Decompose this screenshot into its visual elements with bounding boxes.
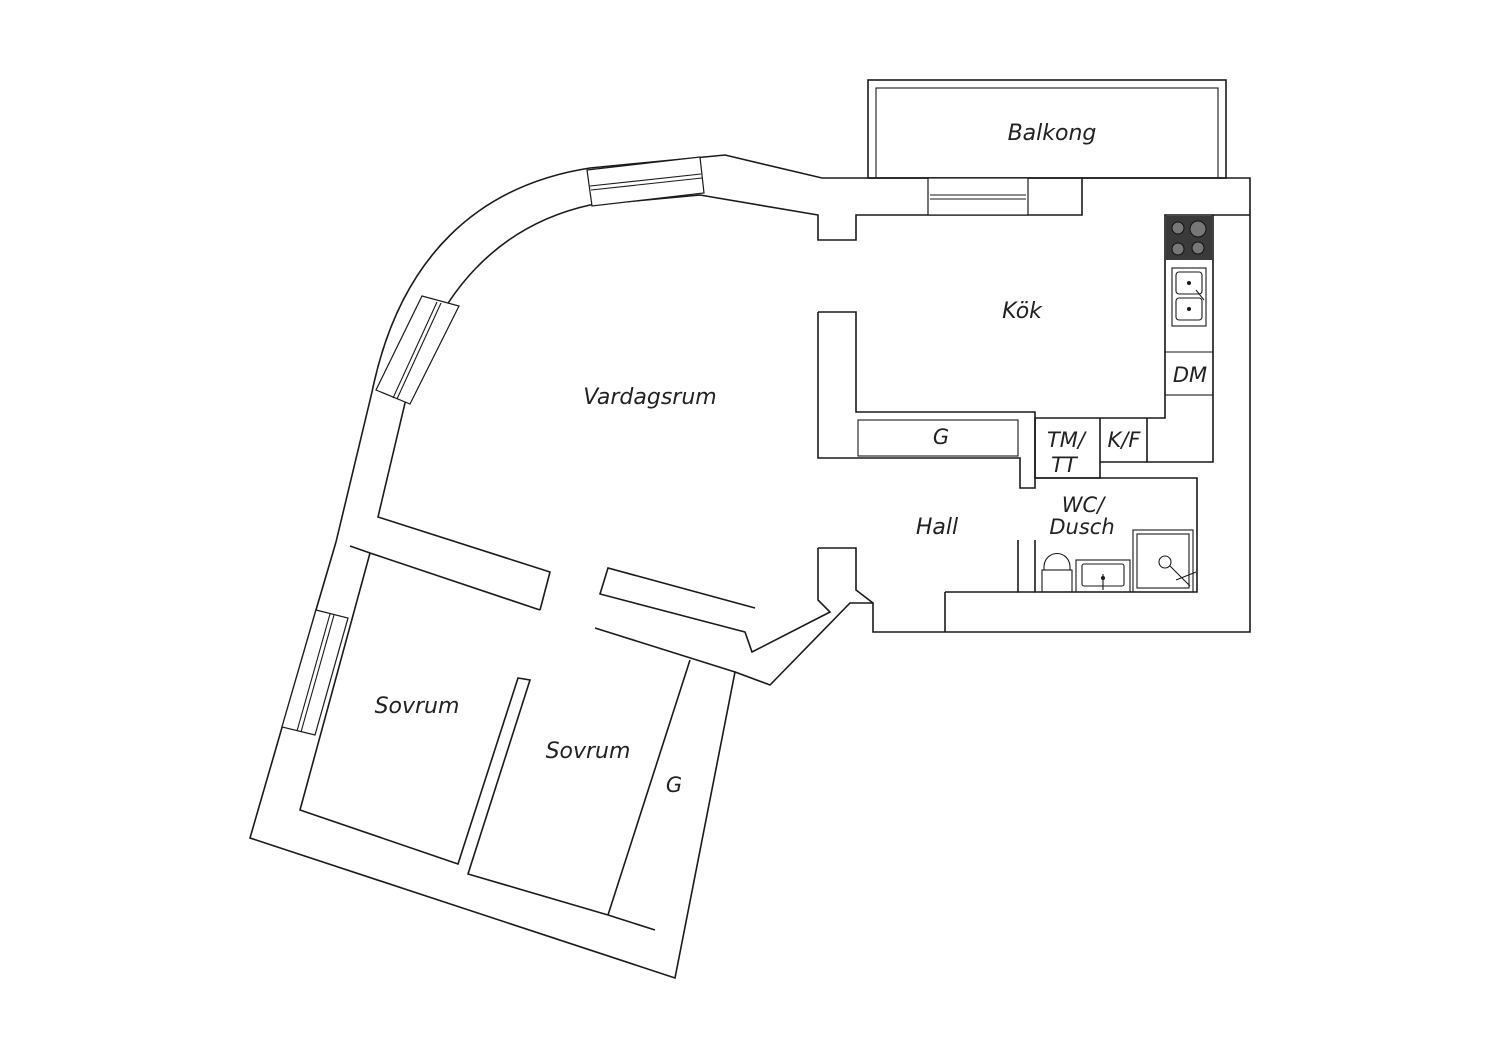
- windows: [281, 156, 1029, 736]
- sink-icon: [1171, 267, 1207, 327]
- label-balkong: Balkong: [1008, 121, 1097, 146]
- window-bedroom: [281, 609, 349, 736]
- toilet-icon: [1041, 553, 1073, 593]
- label-kf: K/F: [1108, 428, 1142, 452]
- label-sovrum-1: Sovrum: [375, 694, 460, 719]
- window-living: [375, 295, 460, 405]
- label-garderob-hall: G: [933, 425, 949, 449]
- outer-walls: [249, 154, 1251, 980]
- washbasin-icon: [1075, 559, 1131, 593]
- window-kitchen: [927, 177, 1029, 216]
- label-garderob-sovrum: G: [666, 773, 682, 797]
- label-tt: TT: [1051, 453, 1079, 477]
- interior-walls: [299, 214, 1250, 931]
- label-dusch: Dusch: [1049, 515, 1114, 539]
- label-kok: Kök: [1002, 299, 1043, 324]
- room-labels: Balkong Kök Vardagsrum Hall Sovrum Sovru…: [375, 121, 1208, 797]
- shower-icon: [1132, 529, 1197, 593]
- label-hall: Hall: [916, 515, 958, 540]
- bathroom-fixtures: [1041, 529, 1197, 593]
- label-wc: WC/: [1062, 493, 1106, 517]
- label-tm: TM/: [1047, 428, 1087, 452]
- window-north: [586, 156, 705, 207]
- kitchen-fixtures: [1166, 216, 1212, 327]
- label-vardagsrum: Vardagsrum: [583, 385, 716, 410]
- label-dm: DM: [1173, 363, 1207, 387]
- label-sovrum-2: Sovrum: [546, 739, 631, 764]
- stove-icon: [1166, 216, 1212, 260]
